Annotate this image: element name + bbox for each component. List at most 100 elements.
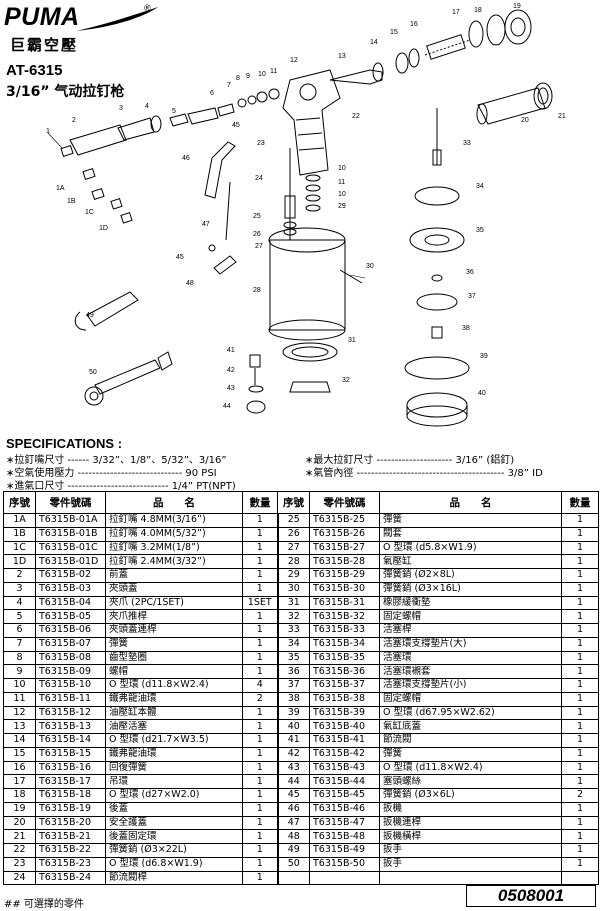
cell-qty-left: 2 [242, 691, 278, 707]
callout-41: 41 [227, 347, 235, 354]
cell-desc-right: 活塞環支撐墊片(小) [379, 678, 562, 693]
cell-desc-right: 橡膠緩衝墊 [379, 595, 562, 611]
cell-partno-right: T6315B-31 [309, 595, 380, 611]
header-desc-right: 品 名 [379, 491, 562, 514]
product-subtitle: 3/16” 气动拉钉枪 [6, 84, 125, 100]
cell-partno-left: T6315B-23 [35, 856, 106, 872]
cell-qty-right: 1 [561, 733, 599, 748]
cell-desc-right: 塞頭螺絲 [379, 774, 562, 789]
cell-partno-left: T6315B-01D [35, 554, 106, 569]
cell-qty-left: 1 [242, 540, 278, 556]
cell-partno-right: T6315B-33 [309, 623, 380, 638]
cell-no-left: 1B [3, 526, 36, 542]
callout-14: 14 [370, 39, 378, 46]
cell-qty-left: 1 [242, 623, 278, 638]
cell-desc-left: 回復彈簧 [105, 760, 243, 776]
cell-desc-left: 後蓋 [105, 801, 243, 817]
cell-qty-right [561, 870, 599, 886]
cell-partno-right: T6315B-25 [309, 513, 380, 528]
cell-desc-left: 夾爪推桿 [105, 609, 243, 624]
optional-parts-note: ## 可選擇的零件 [4, 899, 84, 910]
cell-no-left: 21 [3, 829, 36, 844]
cell-no-right: 39 [276, 705, 310, 721]
cell-no-right: 33 [276, 623, 310, 638]
cell-desc-left: 油壓活塞 [105, 719, 243, 734]
cell-no-left: 6 [3, 623, 36, 638]
cell-no-left: 17 [3, 774, 36, 789]
cell-desc-left: 油壓缸本體 [105, 705, 243, 721]
cell-desc-left: 拉釘嘴 4.8MM(3/16”) [105, 513, 243, 528]
cell-no-right: 26 [276, 526, 310, 542]
cell-desc-left: 齒型墊圈 [105, 650, 243, 666]
cell-qty-left: 1 [242, 760, 278, 776]
specifications-title: SPECIFICATIONS : [6, 436, 123, 451]
cell-no-left: 7 [3, 636, 36, 652]
cell-desc-right: 活塞環支撐墊片(大) [379, 636, 562, 652]
cell-desc-right: O 型環 (d5.8×W1.9) [379, 540, 562, 556]
callout-38: 38 [462, 325, 470, 332]
callout-31: 31 [348, 337, 356, 344]
cell-no-right: 38 [276, 691, 310, 707]
cell-desc-right: 氣缸底蓋 [379, 719, 562, 734]
cell-qty-right: 1 [561, 636, 599, 652]
cell-qty-left: 1 [242, 774, 278, 789]
cell-partno-left: T6315B-24 [35, 870, 106, 886]
callout-42: 42 [227, 367, 235, 374]
cell-desc-right: 節流閥 [379, 733, 562, 748]
cell-desc-right: 彈簧銷 (Ø2×8L) [379, 568, 562, 583]
cell-no-left: 5 [3, 609, 36, 624]
cell-partno-left: T6315B-02 [35, 568, 106, 583]
cell-qty-left: 1 [242, 856, 278, 872]
cell-partno-left: T6315B-01C [35, 540, 106, 556]
cell-desc-right: 扳機 [379, 801, 562, 817]
cell-desc-right: 氣壓缸 [379, 554, 562, 569]
callout-32: 32 [342, 377, 350, 384]
cell-no-right: 31 [276, 595, 310, 611]
cell-desc-left: 彈簧銷 (Ø3×22L) [105, 843, 243, 858]
cell-partno-left: T6315B-19 [35, 801, 106, 817]
cell-qty-left: 4 [242, 678, 278, 693]
cell-no-right: 27 [276, 540, 310, 556]
cell-qty-right: 1 [561, 856, 599, 872]
header-partno-right: 零件號碼 [309, 491, 380, 514]
cell-partno-left: T6315B-05 [35, 609, 106, 624]
header-qty-left: 數量 [242, 491, 278, 514]
cell-qty-right: 1 [561, 746, 599, 762]
cell-no-right: 30 [276, 581, 310, 597]
header-partno-left: 零件號碼 [35, 491, 106, 514]
callout-1: 1 [46, 128, 50, 135]
cell-no-right: 44 [276, 774, 310, 789]
cell-partno-right: T6315B-40 [309, 719, 380, 734]
cell-no-right: 40 [276, 719, 310, 734]
callout-43: 43 [227, 385, 235, 392]
cell-qty-right: 1 [561, 595, 599, 611]
cell-qty-left: 1 [242, 719, 278, 734]
cell-partno-right: T6315B-38 [309, 691, 380, 707]
cell-partno-right: T6315B-36 [309, 664, 380, 679]
cell-desc-right: 扳手 [379, 843, 562, 858]
callout-12: 12 [290, 57, 298, 64]
spec-air-inlet: ∗進氣口尺寸 ---------------------------- 1/4”… [6, 481, 236, 492]
callout-46: 46 [182, 155, 190, 162]
cell-no-right: 28 [276, 554, 310, 569]
cell-desc-left: 夾頭蓋連桿 [105, 623, 243, 638]
exploded-parts-diagram: 1 2 3 4 5 6 7 8 9 10 11 12 13 14 15 16 1… [46, 3, 566, 427]
callout-5: 5 [172, 108, 176, 115]
cell-desc-left: 夾爪 (2PC/1SET) [105, 595, 243, 611]
cell-qty-left: 1 [242, 746, 278, 762]
cell-qty-left: 1 [242, 609, 278, 624]
cell-no-left: 23 [3, 856, 36, 872]
